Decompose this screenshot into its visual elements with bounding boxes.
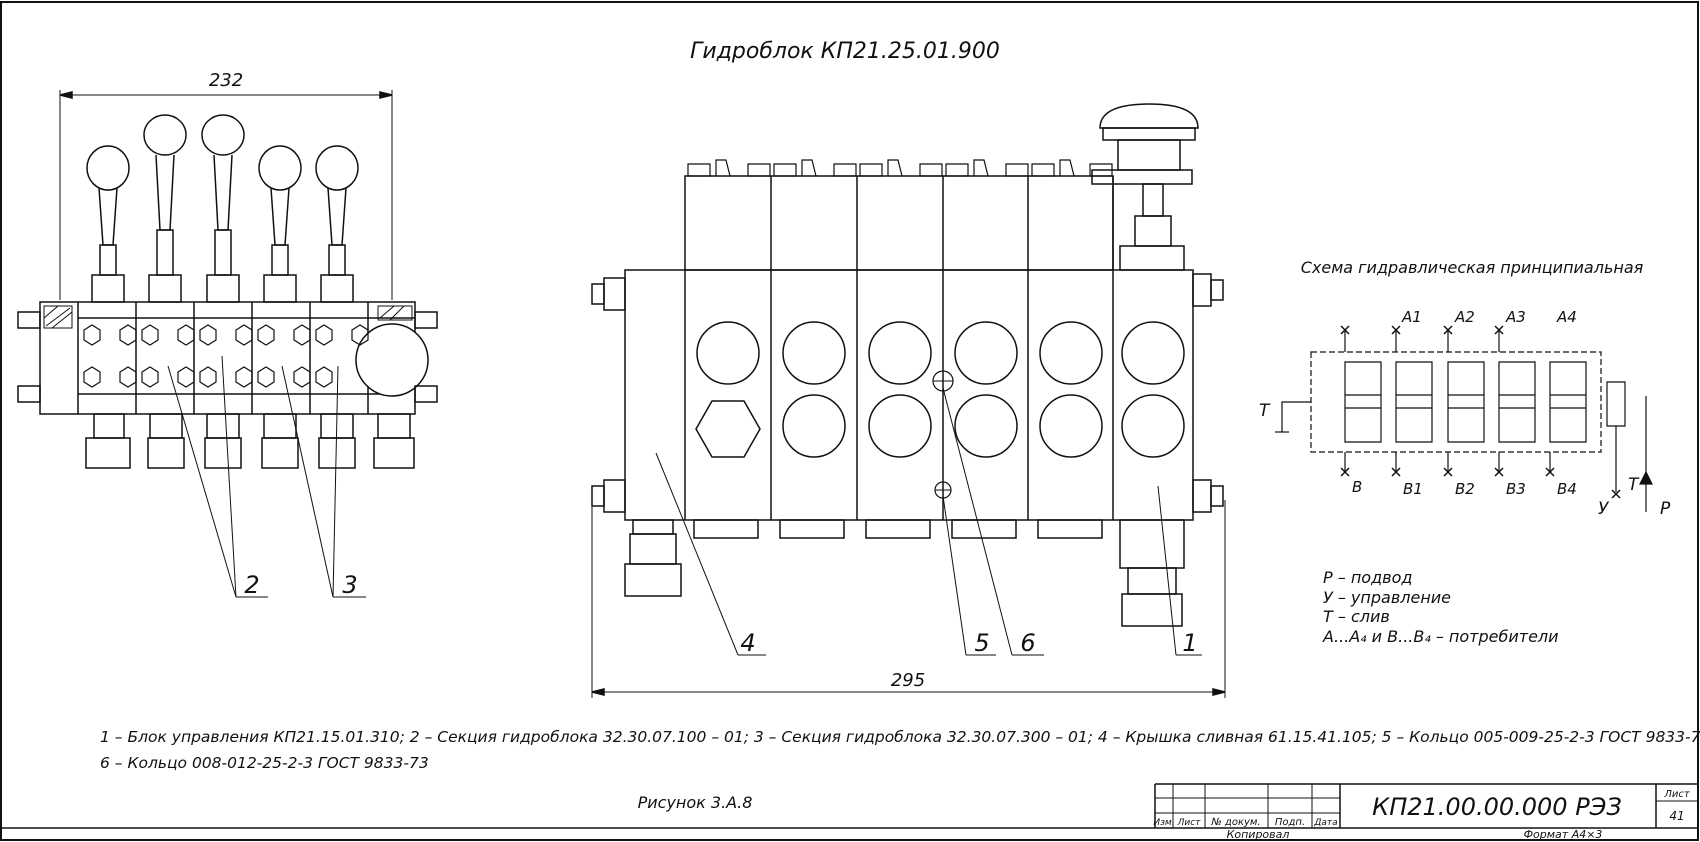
dim-232: 232 — [209, 70, 243, 91]
title-block-list: Лист — [1177, 818, 1202, 828]
scheme-port-b1: B1 — [1403, 480, 1423, 498]
legend-line-2: У – управление — [1323, 588, 1451, 607]
hydraulic-scheme — [1275, 330, 1652, 512]
fittings-left — [86, 414, 414, 468]
scheme-port-crosses — [1341, 326, 1620, 498]
scheme-port-a1: A1 — [1401, 308, 1422, 326]
handles-left — [87, 115, 358, 302]
scheme-port-a4: A4 — [1556, 308, 1577, 326]
sheet-number: 41 — [1669, 809, 1684, 823]
scheme-port-b4: B4 — [1557, 480, 1577, 498]
parts-list-line-1: 1 – Блок управления КП21.15.01.310; 2 – … — [100, 728, 1700, 746]
title-block-izm: Изм. — [1153, 818, 1174, 828]
scheme-port-b: B — [1352, 478, 1362, 496]
callout-1: 1 — [1182, 629, 1197, 657]
scheme-port-t-right: Т — [1628, 475, 1640, 495]
callout-2: 2 — [244, 571, 259, 599]
title-block-doc: № докум. — [1210, 817, 1260, 828]
title-block — [1155, 784, 1698, 828]
legend-line-4: А...А₄ и В...В₄ – потребители — [1322, 627, 1559, 646]
scheme-port-p: Р — [1660, 499, 1671, 519]
format-label: Формат А4×3 — [1524, 828, 1603, 841]
scheme-port-a2: A2 — [1454, 308, 1475, 326]
dim-295: 295 — [891, 670, 925, 691]
scheme-port-t-left: Т — [1259, 401, 1271, 421]
copied-label: Копировал — [1227, 828, 1290, 841]
scheme-port-a3: A3 — [1505, 308, 1526, 326]
parts-list-line-2: 6 – Кольцо 008-012-25-2-3 ГОСТ 9833-73 — [100, 754, 429, 772]
figure-caption: Рисунок 3.А.8 — [638, 793, 753, 812]
scheme-port-b3: B3 — [1506, 480, 1526, 498]
drawing-title: Гидроблок КП21.25.01.900 — [690, 39, 1000, 64]
sheet-label: Лист — [1663, 789, 1691, 800]
callout-5: 5 — [974, 629, 989, 657]
title-block-podp: Подп. — [1275, 817, 1305, 828]
title-block-data: Дата — [1313, 818, 1337, 828]
legend-line-1: Р – подвод — [1323, 568, 1412, 587]
callout-4: 4 — [740, 629, 755, 657]
callout-6: 6 — [1020, 629, 1035, 657]
scheme-port-b2: B2 — [1455, 480, 1475, 498]
scheme-title: Схема гидравлическая принципиальная — [1301, 258, 1644, 277]
left-view — [18, 90, 437, 597]
drawing-designation: КП21.00.00.000 РЭЗ — [1372, 793, 1622, 821]
legend-line-3: Т – слив — [1323, 607, 1390, 626]
callout-3: 3 — [342, 571, 357, 599]
center-view — [592, 104, 1225, 698]
scheme-port-u: У — [1598, 499, 1610, 519]
